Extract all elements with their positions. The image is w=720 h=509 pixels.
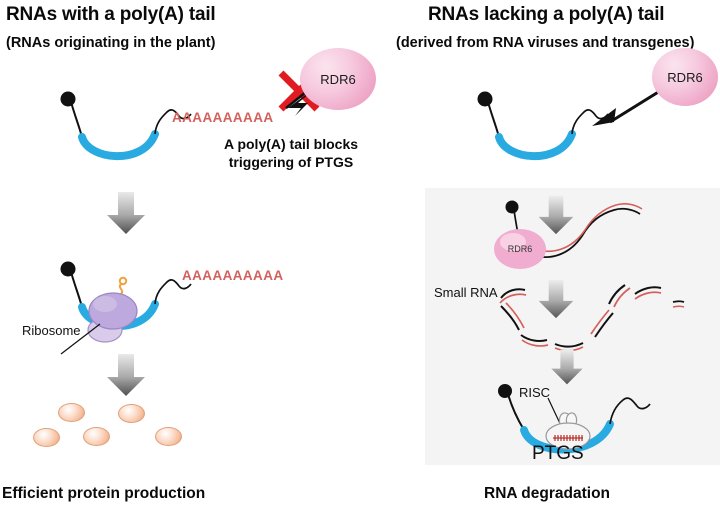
- small-rna-duplex-icon: [499, 288, 527, 304]
- polya-block-note-line2: triggering of PTGS: [228, 153, 354, 170]
- cap-dot-icon: [60, 261, 76, 277]
- rdr6-ellipse-icon-left: RDR6: [300, 48, 376, 110]
- ribosome-leader-line: [60, 323, 101, 355]
- rna-coding-region: [520, 420, 614, 454]
- rdr6-label-left: RDR6: [320, 71, 356, 87]
- gray-down-arrow-icon-right-1: [538, 195, 574, 235]
- right-panel-subtitle: (derived from RNA viruses and transgenes…: [396, 35, 695, 51]
- complementary-strand: [531, 202, 643, 252]
- risc-label: RISC: [519, 385, 551, 400]
- dsrna-synthesis-diagram: RDR6: [494, 200, 643, 269]
- ribosome-label: Ribosome: [22, 323, 81, 338]
- rdr6-label-right: RDR6: [667, 69, 703, 85]
- rdr6-label-boxed: RDR6: [508, 244, 533, 254]
- small-rna-label: Small RNA: [434, 285, 498, 300]
- rna-3prime-tail: [154, 109, 192, 135]
- protein-blob-icon: [155, 427, 182, 446]
- right-mrna-nopolya-diagram: [477, 91, 609, 161]
- rna-3prime-tail: [609, 397, 651, 425]
- right-panel-title: RNAs lacking a poly(A) tail: [428, 4, 665, 25]
- gray-down-arrow-icon-left-1: [107, 192, 145, 234]
- cap-dot-icon: [477, 91, 493, 107]
- small-rna-duplex-icon: [590, 309, 614, 338]
- rna-coding-region: [78, 130, 159, 161]
- cap-dot-icon: [60, 91, 76, 107]
- rna-5prime-stalk: [487, 101, 500, 138]
- small-rna-cluster: [499, 284, 685, 352]
- rna-3prime-tail: [154, 279, 192, 305]
- rna-coding-region: [495, 130, 576, 161]
- small-rna-duplex-icon: [608, 284, 631, 308]
- ptgs-label: PTGS: [532, 443, 584, 464]
- protein-blob-icon: [118, 404, 145, 423]
- risc-complex-icon: [545, 412, 591, 450]
- polya-block-note: A poly(A) tail blocks triggering of PTGS: [206, 136, 376, 172]
- polya-tail-label-top: AAAAAAAAAA: [172, 110, 274, 125]
- gray-down-arrow-icon-right-3: [551, 349, 583, 385]
- left-translation-diagram: [60, 261, 192, 355]
- small-rna-duplex-icon: [500, 302, 525, 331]
- protein-blob-icon: [58, 403, 85, 422]
- protein-blob-icon: [83, 427, 110, 446]
- left-bottom-caption: Efficient protein production: [2, 485, 206, 502]
- cap-dot-icon: [498, 384, 512, 398]
- cap-dot-icon: [505, 200, 519, 214]
- protein-blob-icon: [33, 428, 60, 447]
- risc-target-diagram: [498, 384, 651, 454]
- left-mrna-polya-diagram: [60, 91, 192, 161]
- gray-down-arrow-icon-left-2: [107, 354, 145, 396]
- polya-tail-label-mid: AAAAAAAAAA: [182, 268, 284, 283]
- rdr6-ellipse-icon-right: RDR6: [652, 48, 718, 106]
- rna-5prime-stalk: [70, 271, 83, 308]
- small-rna-duplex-icon: [520, 334, 549, 347]
- left-panel-title: RNAs with a poly(A) tail: [6, 4, 216, 25]
- right-bottom-caption: RNA degradation: [484, 485, 611, 502]
- rna-5prime-stalk: [70, 101, 83, 138]
- template-strand: [529, 207, 641, 258]
- polya-block-note-line1: A poly(A) tail blocks: [223, 136, 359, 152]
- gray-down-arrow-icon-right-2: [538, 279, 574, 319]
- small-rna-duplex-icon: [634, 286, 662, 300]
- small-rna-duplex-icon: [672, 300, 685, 308]
- left-panel-subtitle: (RNAs originating in the plant): [6, 35, 216, 51]
